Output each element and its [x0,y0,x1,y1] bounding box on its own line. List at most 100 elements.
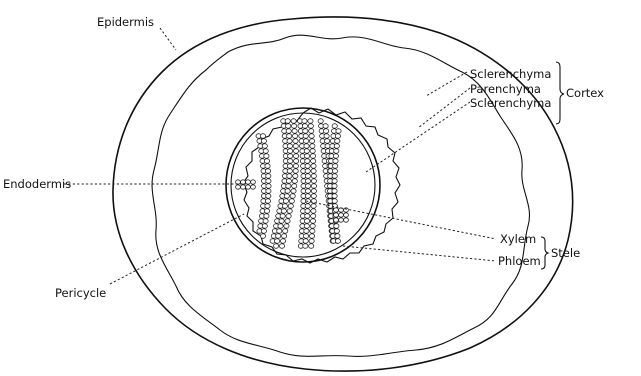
xylem-cell [333,164,338,169]
phloem-cell [324,134,329,139]
parenchyma-label: Parenchyma [470,82,541,96]
xylem-cell [287,134,292,139]
xylem-cell [262,144,267,149]
xylem-cell [264,214,269,219]
xylem-cell [332,179,337,184]
xylem-cell [305,154,310,159]
phloem-cell [246,180,251,184]
xylem-cell [266,194,271,199]
xylem-cell [332,184,337,189]
xylem-cell [334,229,339,234]
xylem-cell [282,234,287,239]
xylem-cell [335,239,340,244]
xylem-cell [305,174,310,179]
xylem-cell [264,159,269,164]
xylem-cell [303,134,308,139]
xylem-cell [305,169,310,174]
xylem-cell [305,164,310,169]
phloem-cell [344,213,349,217]
xylem-cell [285,119,290,124]
xylem-cell [293,144,298,149]
xylem-cell [286,184,291,189]
xylem-cell [334,144,339,149]
xylem-cell [310,144,315,149]
xylem-cell [308,119,313,124]
xylem-cell [311,204,316,209]
xylem-cell [288,204,293,209]
xylem-cell [286,124,291,129]
cortex-label: Cortex [566,86,604,100]
xylem-cell [284,194,289,199]
phloem-cell [325,139,330,144]
xylem-cell [305,184,310,189]
xylem-cell [304,139,309,144]
xylem-cell [287,174,292,179]
phloem-cell [344,218,349,222]
phloem-cell [339,213,344,217]
xylem-cell [335,134,340,139]
phloem-leader [343,246,496,261]
xylem-cell [311,194,316,199]
xylem-cell [292,129,297,134]
xylem-cell [263,149,268,154]
phloem-cell [251,180,256,184]
phloem-cell [236,185,241,189]
xylem-cell [264,209,269,214]
xylem-cell [332,124,337,129]
xylem-cell [305,214,310,219]
xylem-cell [279,244,284,249]
xylem-cell [311,209,316,214]
xylem-cell [305,209,310,214]
xylem-cell [288,149,293,154]
xylem-cell [304,149,309,154]
phloem-cell [318,119,323,124]
phloem-cell [339,218,344,222]
xylem-cell [287,144,292,149]
phloem-cell [334,213,339,217]
xylem-cell [304,224,309,229]
xylem-cell [293,169,298,174]
xylem-cell [304,144,309,149]
xylem-cell [332,174,337,179]
xylem-cell [286,214,291,219]
xylem-cell [263,219,268,224]
parenchyma-leader [418,88,470,128]
sclerenchyma-outer-label: Sclerenchyma [470,67,551,81]
xylem-cell [265,164,270,169]
xylem-cell [286,129,291,134]
xylem-cell [281,209,286,214]
xylem-cell [292,124,297,129]
xylem-cell [283,229,288,234]
xylem-cell [305,219,310,224]
xylem-cell [311,179,316,184]
xylem-cell [288,154,293,159]
xylem-cell [305,194,310,199]
xylem-cell [261,229,266,234]
xylem-cell [309,134,314,139]
xylem-cell [285,189,290,194]
sclerenchyma-outer-leader [426,72,467,96]
xylem-cell [334,149,339,154]
xylem-cell [285,219,290,224]
xylem-cell [287,169,292,174]
xylem-cell [292,179,297,184]
xylem-cell [287,139,292,144]
xylem-cell [332,189,337,194]
xylem-cell [291,119,296,124]
xylem-cell [260,134,265,139]
xylem-cell [310,219,315,224]
xylem-cell [311,174,316,179]
phloem-cell [334,218,339,222]
phloem-cell [344,208,349,212]
sclerenchyma-inner-label: Sclerenchyma [470,96,551,110]
phloem-cell [251,185,256,189]
xylem-cell [286,179,291,184]
xylem-cell [293,174,298,179]
xylem-cell [305,204,310,209]
xylem-cell [332,169,337,174]
xylem-cell [265,204,270,209]
xylem-cell [284,224,289,229]
xylem-cell [303,239,308,244]
xylem-cell [293,149,298,154]
